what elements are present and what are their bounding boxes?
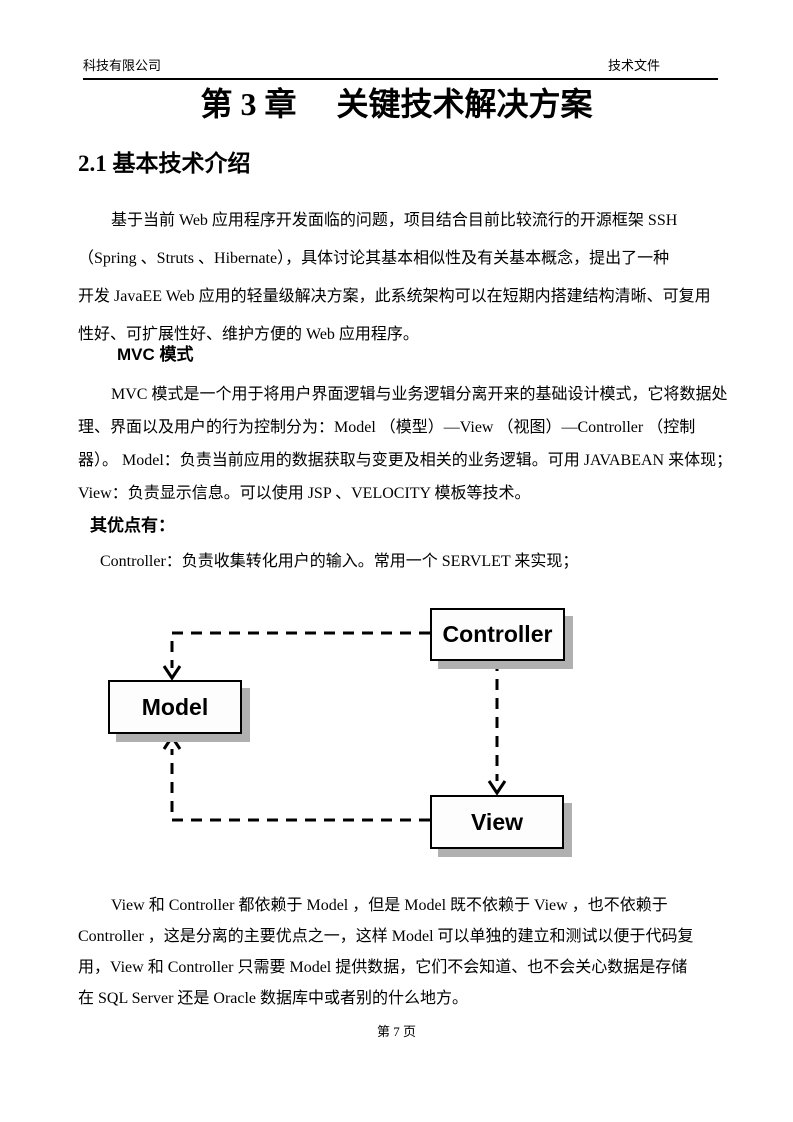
paragraph-line: 性好、可扩展性好、维护方便的 Web 应用程序。 [78,326,419,343]
paragraph-line: 开发 JavaEE Web 应用的轻量级解决方案，此系统架构可以在短期内搭建结构… [78,288,711,305]
page-footer: 第 7 页 [0,1023,793,1040]
diagram-model-box: Model [108,680,242,734]
mvc-connector-lines [162,631,507,822]
diagram-controller-box: Controller [430,608,565,661]
paragraph-line: 用，View 和 Controller 只需要 Model 提供数据，它们不会知… [78,959,688,976]
paragraph-line: 在 SQL Server 还是 Oracle 数据库中或者别的什么地方。 [78,990,469,1007]
diagram-model-label: Model [141,693,209,720]
controller-to-model-line [170,631,430,668]
paragraph-line: View：负责显示信息。可以使用 JSP 、VELOCITY 模板等技术。 [78,485,531,502]
diagram-view-box: View [430,795,564,849]
paragraph-line: MVC 模式是一个用于将用户界面逻辑与业务逻辑分离开来的基础设计模式，它将数据处 [111,386,728,403]
intro-paragraph: 基于当前 Web 应用程序开发面临的问题，项目结合目前比较流行的开源框架 SSH… [78,202,738,354]
controller-to-view-arrowhead [487,780,507,796]
mvc-pattern-subheading: MVC 模式 [117,345,194,364]
paragraph-line: Controller ，这是分离的主要优点之一，这样 Model 可以单独的建立… [78,928,694,945]
paragraph-line: 器）。 Model：负责当前应用的数据获取与变更及相关的业务逻辑。可用 JAVA… [78,452,733,469]
diagram-controller-label: Controller [442,621,553,647]
page-header: 科技有限公司 技术文件 [83,58,718,80]
mvc-paragraph: MVC 模式是一个用于将用户界面逻辑与业务逻辑分离开来的基础设计模式，它将数据处… [78,378,738,510]
header-company-name: 科技有限公司 [83,58,162,73]
page-number: 第 7 页 [376,1024,416,1039]
view-to-model-arrowhead [162,734,182,750]
dependency-paragraph: View 和 Controller 都依赖于 Model ，但是 Model 既… [78,890,738,1014]
diagram-view-label: View [471,808,523,835]
header-doc-type: 技术文件 [607,58,660,73]
controller-to-model-arrowhead [162,665,182,681]
paragraph-line: 理、界面以及用户的行为控制分为：Model （模型）—View （视图）—Con… [78,419,696,436]
paragraph-line: 基于当前 Web 应用程序开发面临的问题，项目结合目前比较流行的开源框架 SSH [111,212,678,229]
chapter-title: 第 3 章 关键技术解决方案 [200,86,593,122]
view-to-model-line [170,749,430,822]
section-heading: 2.1 基本技术介绍 [78,151,251,176]
advantages-subheading: 其优点有： [90,516,175,535]
paragraph-line: View 和 Controller 都依赖于 Model ，但是 Model 既… [111,897,668,914]
controller-description-line: Controller：负责收集转化用户的输入。常用一个 SERVLET 来实现； [100,553,579,570]
paragraph-line: （Spring 、Struts 、Hibernate），具体讨论其基本相似性及有… [78,250,670,267]
